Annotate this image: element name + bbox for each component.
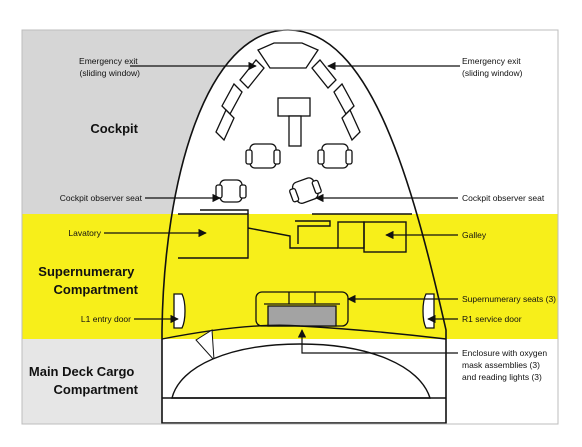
window-right-lower bbox=[341, 108, 361, 142]
cargo-door-arc bbox=[195, 329, 215, 362]
label-emergency-exit-left-line-1: Emergency exit bbox=[79, 56, 138, 66]
label-lavatory: Lavatory bbox=[68, 228, 101, 238]
captain-seat bbox=[245, 143, 281, 169]
label-enclosure: Enclosure with oxygen mask assemblies (3… bbox=[462, 348, 549, 382]
window-right-upper bbox=[311, 59, 337, 89]
label-emergency-exit-right-line-1: Emergency exit bbox=[462, 56, 521, 66]
cockpit-wall-left bbox=[200, 209, 249, 214]
cargo-floor-edge bbox=[161, 324, 447, 340]
cockpit-zone-title: Cockpit bbox=[90, 121, 138, 136]
lavatory-divider bbox=[247, 227, 338, 249]
label-enclosure-line-2: mask assemblies (3) bbox=[462, 360, 540, 370]
label-emergency-exit-left-line-2: (sliding window) bbox=[80, 68, 141, 78]
l1-entry-door bbox=[173, 293, 186, 329]
observer-seat-left bbox=[215, 179, 247, 203]
label-r1-door: R1 service door bbox=[462, 314, 522, 324]
label-galley: Galley bbox=[462, 230, 487, 240]
instrument-panel bbox=[277, 97, 311, 117]
label-emergency-exit-right-line-2: (sliding window) bbox=[462, 68, 523, 78]
cargo-zone-band bbox=[22, 339, 162, 424]
center-pedestal bbox=[288, 115, 302, 147]
window-left-lower bbox=[215, 108, 235, 142]
label-observer-seat-left: Cockpit observer seat bbox=[60, 193, 143, 203]
cargo-title-line-1: Main Deck Cargo bbox=[29, 364, 135, 379]
galley-unit-right bbox=[363, 221, 407, 253]
supernumerary-zone-title: Supernumerary Compartment bbox=[38, 264, 138, 297]
oxygen-enclosure bbox=[267, 305, 337, 327]
lavatory-wall bbox=[178, 213, 249, 259]
leader-lines bbox=[104, 61, 460, 354]
cargo-zone-title: Main Deck Cargo Compartment bbox=[29, 364, 139, 397]
partition-top bbox=[295, 220, 331, 244]
first-officer-seat bbox=[317, 143, 353, 169]
label-observer-seat-right: Cockpit observer seat bbox=[462, 193, 545, 203]
window-center bbox=[257, 42, 319, 69]
window-left-upper bbox=[239, 59, 265, 89]
cargo-title-line-2: Compartment bbox=[53, 382, 138, 397]
label-emergency-exit-left: Emergency exit (sliding window) bbox=[79, 56, 140, 78]
label-enclosure-line-1: Enclosure with oxygen bbox=[462, 348, 547, 358]
cargo-container bbox=[171, 343, 431, 399]
diagram-frame bbox=[21, 29, 559, 425]
callout-labels: Emergency exit (sliding window) Emergenc… bbox=[60, 56, 556, 382]
label-emergency-exit-right: Emergency exit (sliding window) bbox=[462, 56, 523, 78]
label-supernumerary-seats: Supernumerary seats (3) bbox=[462, 294, 556, 304]
label-l1-door: L1 entry door bbox=[81, 314, 131, 324]
supernumerary-title-line-2: Compartment bbox=[53, 282, 138, 297]
observer-seat-right bbox=[289, 177, 322, 204]
cockpit-windows bbox=[215, 42, 361, 142]
leader-enclosure bbox=[297, 329, 458, 354]
supernumerary-title-line-1: Supernumerary bbox=[38, 264, 135, 279]
label-enclosure-line-3: and reading lights (3) bbox=[462, 372, 542, 382]
